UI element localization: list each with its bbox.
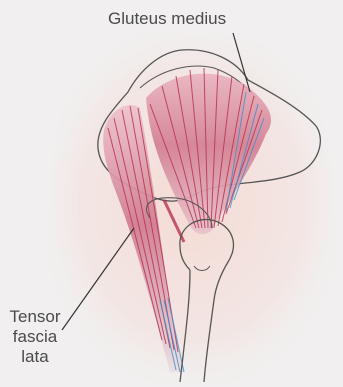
- tensor-fascia-lata-label-line-3: lata: [0, 347, 70, 367]
- tensor-fascia-lata-label: Tensor fascia lata: [0, 307, 70, 367]
- gluteus-medius-label: Gluteus medius: [108, 9, 226, 29]
- tensor-fascia-lata-label-line-2: fascia: [0, 327, 70, 347]
- tensor-fascia-lata-label-line-1: Tensor: [0, 307, 70, 327]
